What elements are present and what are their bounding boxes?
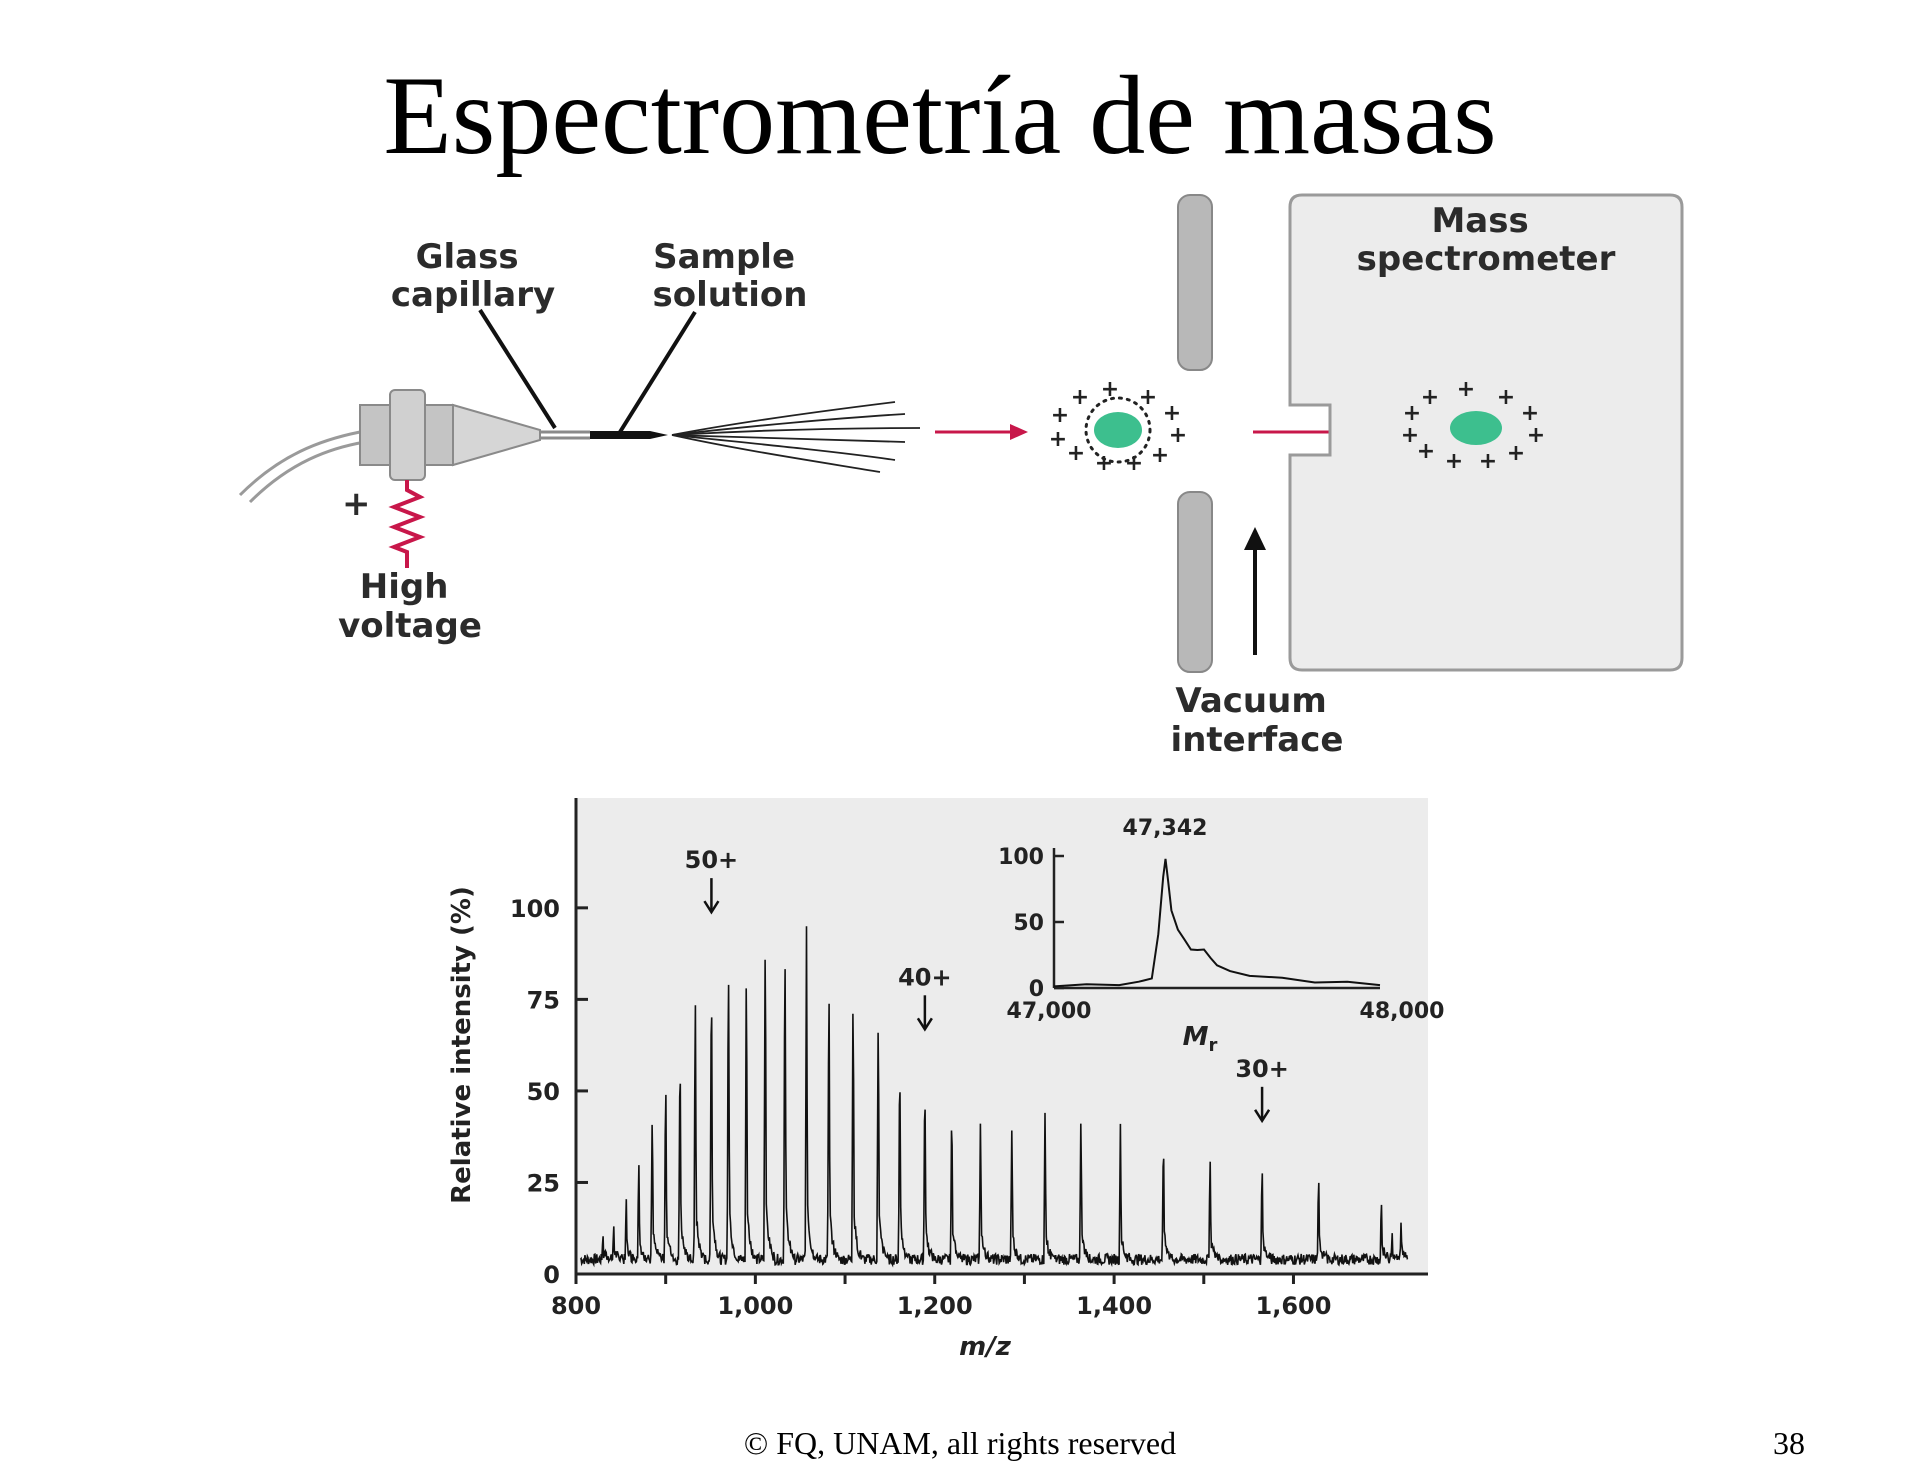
charge-state-label: 40+ (898, 963, 952, 991)
inset-x-axis-label-sub: r (1208, 1035, 1217, 1056)
svg-text:+: + (1417, 439, 1435, 464)
svg-text:+: + (1497, 385, 1515, 410)
svg-text:+: + (1457, 377, 1475, 402)
inset-peak-label: 47,342 (1123, 816, 1208, 841)
svg-text:+: + (1151, 443, 1169, 468)
svg-text:+: + (1125, 451, 1143, 476)
charge-state-label: 50+ (685, 846, 739, 874)
svg-text:+: + (1051, 403, 1069, 428)
svg-text:+: + (1401, 423, 1419, 448)
vacuum-interface-label: Vacuum (1175, 681, 1326, 721)
svg-text:+: + (1067, 441, 1085, 466)
mass-spectrometer-label: spectrometer (1357, 239, 1616, 279)
inset-trace (1053, 858, 1381, 988)
capillary-housing (424, 404, 454, 466)
interface-plate-lower (1177, 491, 1213, 673)
svg-text:+: + (1421, 385, 1439, 410)
sample-solution-tip (590, 431, 668, 439)
ion-flow-arrow (935, 424, 1028, 440)
sample-solution-label: Sample (653, 237, 795, 277)
spectrum-trace (579, 926, 1409, 1268)
inset-y-tick-label: 50 (1013, 911, 1044, 936)
capillary-cone (452, 403, 541, 467)
inset-chart: 0 50 100 47,000 48,000 47,342 Mr (998, 816, 1444, 1056)
svg-text:+: + (1507, 441, 1525, 466)
mass-spectrum-chart: 0 25 50 75 100 800 1,000 1,200 1,400 1,600 50+ 40+… (447, 798, 1444, 1362)
x-tick-label: 800 (551, 1292, 601, 1320)
capillary-housing (359, 404, 391, 466)
copyright-notice: © FQ, UNAM, all rights reserved (743, 1425, 1177, 1461)
charge-state-arrowhead (1254, 1109, 1271, 1124)
x-tick-label: 1,400 (1076, 1292, 1152, 1320)
inset-x-axis-label: Mr (1183, 1022, 1218, 1056)
inset-x-tick-label: 48,000 (1360, 999, 1445, 1024)
svg-text:+: + (1521, 401, 1539, 426)
high-voltage-label: High (360, 567, 449, 607)
inset-x-axis-label-main: M (1183, 1022, 1209, 1052)
svg-text:Glass capillary: Glass capillary (391, 237, 555, 315)
svg-text:+: + (1095, 451, 1113, 476)
interface-plate-upper (1177, 194, 1213, 371)
x-tick-label: 1,000 (717, 1292, 793, 1320)
y-tick-label: 50 (527, 1078, 560, 1106)
svg-text:+: + (1101, 377, 1119, 402)
svg-text:+: + (1139, 385, 1157, 410)
high-voltage-resistor (388, 480, 426, 568)
charge-state-arrowhead (916, 1017, 933, 1032)
y-axis-label: Relative intensity (%) (447, 886, 477, 1204)
y-tick-label: 0 (543, 1261, 560, 1289)
electrospray-diagram: + Glass capillary Sample solution High v… (238, 193, 1684, 760)
high-voltage-label: voltage (338, 606, 482, 646)
sample-solution-label: solution (653, 275, 808, 315)
svg-text:+: + (1049, 427, 1067, 452)
inset-y-tick-label: 100 (998, 845, 1044, 870)
svg-text:+: + (1163, 401, 1181, 426)
feed-wire (248, 440, 366, 504)
x-tick-label: 1,600 (1256, 1292, 1332, 1320)
feed-wire (238, 430, 361, 497)
plus-sign: + (342, 484, 371, 524)
spray-plume (671, 401, 921, 473)
svg-text:+: + (1527, 423, 1545, 448)
vacuum-arrow (1244, 527, 1266, 655)
svg-text:Sample solution: Sample solution (653, 237, 808, 315)
x-axis-label: m/z (959, 1332, 1012, 1362)
inset-y-tick-label: 0 (1029, 977, 1044, 1002)
plot-background (576, 798, 1428, 1274)
y-tick-label: 100 (510, 895, 560, 923)
charged-droplet: +++ +++ +++ ++ (1049, 377, 1187, 476)
svg-text:+: + (1169, 423, 1187, 448)
svg-text:Vacuum interface: Vacuum interface (1171, 681, 1344, 760)
svg-text:+: + (1403, 401, 1421, 426)
glass-capillary-label: capillary (391, 275, 555, 315)
capillary-housing (389, 389, 426, 481)
glass-capillary-pointer (478, 308, 557, 430)
svg-text:Mass spectrometer: Mass spectrometer (1357, 201, 1616, 279)
charge-state-arrowhead (703, 900, 720, 915)
svg-text:+: + (1071, 385, 1089, 410)
inset-x-tick-label: 47,000 (1007, 999, 1092, 1024)
vacuum-interface-label: interface (1171, 720, 1344, 760)
svg-text:High voltage: High voltage (338, 567, 482, 646)
svg-text:+: + (1445, 449, 1463, 474)
mass-spectrometer-label: Mass (1431, 201, 1528, 241)
gas-phase-ion: +++ +++ +++ ++ (1401, 377, 1545, 474)
sample-solution-pointer (618, 310, 697, 434)
page-number: 38 (1773, 1425, 1805, 1461)
x-tick-label: 1,200 (897, 1292, 973, 1320)
slide-title: Espectrometría de masas (383, 54, 1497, 178)
svg-text:+: + (1479, 449, 1497, 474)
y-tick-label: 75 (527, 986, 560, 1014)
y-tick-label: 25 (527, 1169, 560, 1197)
glass-capillary-label: Glass (416, 237, 519, 277)
charge-state-label: 30+ (1235, 1055, 1289, 1083)
